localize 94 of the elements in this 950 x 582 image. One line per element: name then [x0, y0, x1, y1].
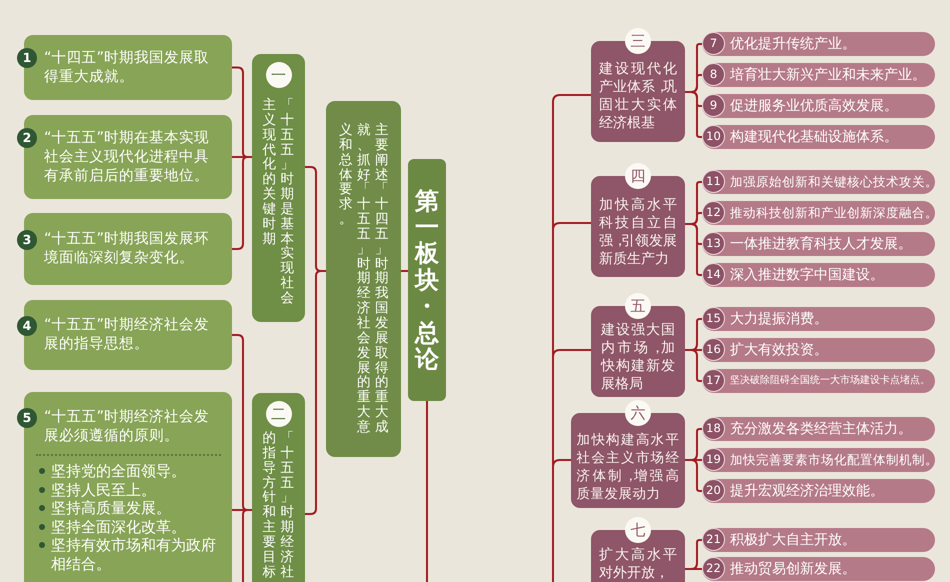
- point-text: 大力提振消费。: [730, 310, 828, 328]
- topic-text: 第一板块·总论: [415, 188, 439, 372]
- number-badge: 14: [702, 263, 725, 286]
- point-text: 积极扩大自主开放。: [730, 531, 856, 549]
- connector-line: [685, 91, 702, 138]
- point-text: 一体推进教育科技人才发展。: [730, 235, 912, 253]
- number-badge: 5: [17, 408, 37, 428]
- point-pill: [702, 232, 935, 256]
- number-badge: 12: [702, 201, 725, 224]
- connector-line: [401, 270, 408, 272]
- point-pill: [702, 479, 935, 503]
- point-text: 优化提升传统产业。: [730, 35, 856, 53]
- numeral-badge: 五: [625, 293, 651, 319]
- section-title: 「十五五」时期是基本实现社会主义现代化的关键时期: [262, 98, 294, 307]
- point-text: 深入推进数字中国建设。: [730, 266, 884, 284]
- point-text: 扩大有效投资。: [730, 341, 828, 359]
- point-pill: [702, 369, 935, 393]
- summary-box: [326, 101, 401, 457]
- bullet-text: 坚持有效市场和有为政府相结合。: [51, 536, 217, 573]
- point-text: 充分激发各类经营主体活力。: [730, 420, 912, 438]
- numeral-badge: 一: [266, 62, 292, 88]
- section-title: 「十五五」时期经济社的指导方针和主要目标: [262, 431, 294, 580]
- connector-line: [242, 509, 252, 582]
- point-pill: [702, 170, 935, 194]
- point-text: 构建现代化基础设施体系。: [730, 128, 898, 146]
- number-badge: 17: [702, 369, 725, 392]
- number-badge: 9: [702, 94, 725, 117]
- bullet-text: 坚持全面深化改革。: [51, 518, 186, 536]
- number-badge: 16: [702, 338, 725, 361]
- point-text: 促进服务业优质高效发展。: [730, 97, 898, 115]
- point-text: “十五五”时期经济社会发展必须遵循的原则。: [44, 408, 210, 446]
- bullet-text: 坚持高质量发展。: [51, 499, 171, 518]
- point-text: 推动贸易创新发展。: [730, 560, 856, 578]
- summary-text: 主要阐述「十四五」时期我国发展取得的重大成就、抓好「十五五」时期经济社会发展的重大意义和总体要求。: [338, 123, 388, 435]
- point-text: 提升宏观经济治理效能。: [730, 482, 884, 500]
- section-title: 建设现代化产业体系，巩固壮大实体经济根基: [598, 60, 678, 132]
- number-badge: 22: [702, 557, 725, 580]
- number-badge: 10: [702, 125, 725, 148]
- number-badge: 2: [17, 128, 37, 148]
- point-text: “十五五”时期在基本实现社会主义现代化进程中具有承前启后的重要地位。: [44, 128, 210, 186]
- point-text: 推动科技创新和产业创新深度融合。: [730, 204, 938, 222]
- point-pill: [702, 94, 935, 118]
- number-badge: 18: [702, 417, 725, 440]
- point-pill: [702, 307, 935, 331]
- point-text: 培育壮大新兴产业和未来产业。: [730, 66, 926, 84]
- point-pill: [702, 125, 935, 149]
- numeral-badge: 四: [625, 163, 651, 189]
- number-badge: 13: [702, 232, 725, 255]
- point-pill: [702, 63, 935, 87]
- numeral-badge: 三: [625, 28, 651, 54]
- connector-line: [426, 401, 428, 582]
- connector-line: [685, 568, 702, 570]
- section-title: 加快高水平科技自立自强，引领发展新质生产力: [598, 196, 678, 268]
- number-badge: 20: [702, 479, 725, 502]
- numeral-badge: 六: [625, 400, 651, 426]
- point-pill: [702, 528, 935, 552]
- section-box: [252, 54, 305, 322]
- point-pill: [702, 32, 935, 56]
- point-pill: [702, 557, 935, 581]
- numeral-badge: 二: [266, 401, 292, 427]
- topic-box: [408, 159, 446, 401]
- connector-line: [685, 459, 702, 492]
- point-text: 坚决破除阻碍全国统一大市场建设卡点堵点。: [730, 374, 930, 388]
- point-pill: [702, 448, 935, 472]
- point-text: “十五五”时期我国发展环境面临深刻复杂变化。: [44, 230, 210, 268]
- number-badge: 8: [702, 63, 725, 86]
- point-pill: [702, 263, 935, 287]
- point-text: 加快完善要素市场化配置体制机制。: [730, 451, 938, 469]
- number-badge: 4: [17, 316, 37, 336]
- point-text: “十五五”时期经济社会发展的指导思想。: [44, 316, 210, 354]
- number-badge: 15: [702, 307, 725, 330]
- section-title: 扩大高水平对外开放，: [598, 546, 678, 582]
- connector-line: [552, 459, 571, 582]
- number-badge: 21: [702, 528, 725, 551]
- section-title: 建设强大国内市场，加快构建新发展格局: [600, 321, 676, 393]
- connector-line: [685, 223, 702, 276]
- connector-line: [305, 270, 326, 515]
- number-badge: 7: [702, 32, 725, 55]
- connector-line: [685, 349, 702, 382]
- point-pill: [702, 417, 935, 441]
- number-badge: 1: [17, 48, 37, 68]
- point-pill: [702, 338, 935, 362]
- point-text: 加强原始创新和关键核心技术攻关。: [730, 173, 938, 191]
- numeral-badge: 七: [625, 517, 651, 543]
- connector-line: [232, 156, 252, 250]
- number-badge: 11: [702, 170, 725, 193]
- number-badge: 19: [702, 448, 725, 471]
- bullet-text: 坚持党的全面领导。: [51, 462, 186, 480]
- section-box: [252, 393, 305, 582]
- point-pill: [702, 201, 935, 225]
- point-text: “十四五”时期我国发展取得重大成就。: [44, 48, 210, 86]
- section-title: 加快构建高水平社会主义市场经济体制，增强高质量发展动力: [576, 431, 680, 503]
- number-badge: 3: [17, 230, 37, 250]
- bullet-text: 坚持人民至上。: [51, 480, 156, 499]
